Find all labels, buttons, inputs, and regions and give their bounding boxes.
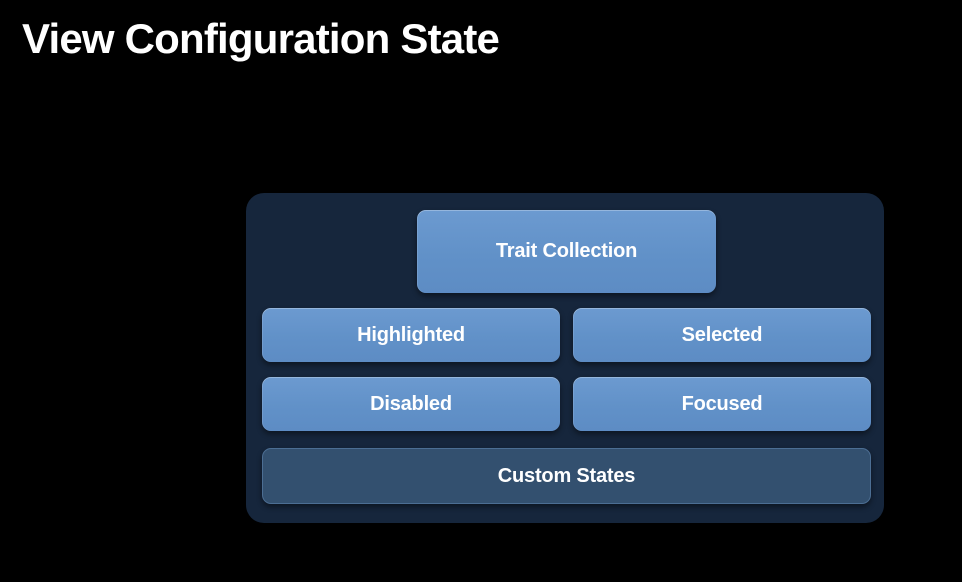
- node-trait-collection: Trait Collection: [417, 210, 716, 293]
- node-disabled: Disabled: [262, 377, 560, 431]
- state-row-2: Disabled Focused: [262, 377, 871, 431]
- page-title: View Configuration State: [22, 15, 500, 62]
- node-focused: Focused: [573, 377, 871, 431]
- node-highlighted: Highlighted: [262, 308, 560, 362]
- node-selected: Selected: [573, 308, 871, 362]
- state-row-1: Highlighted Selected: [262, 308, 871, 362]
- node-custom-states: Custom States: [262, 448, 871, 504]
- trait-collection-row: Trait Collection: [262, 210, 871, 293]
- custom-states-row: Custom States: [262, 448, 871, 504]
- configuration-state-panel: Trait Collection Highlighted Selected Di…: [246, 193, 884, 523]
